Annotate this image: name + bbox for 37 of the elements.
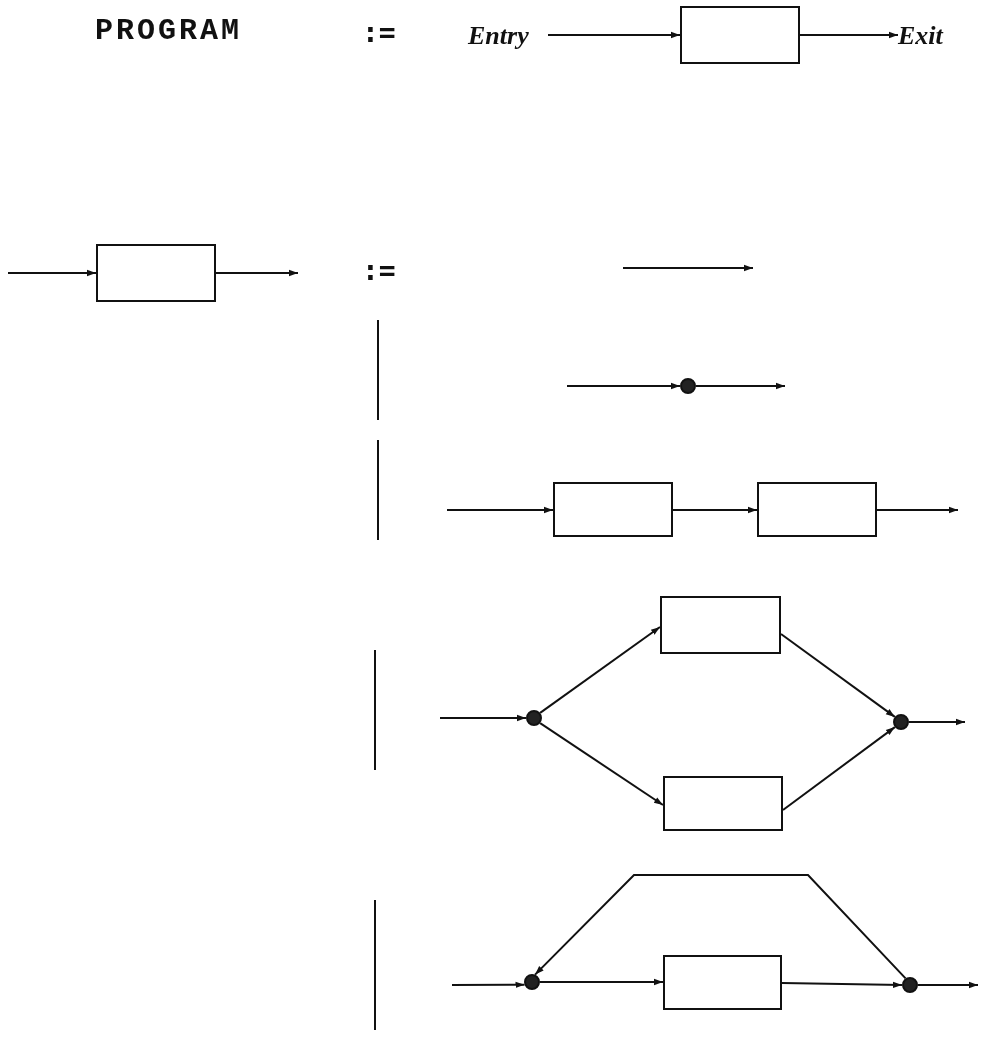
arrow [799, 31, 899, 39]
process-box [660, 596, 781, 654]
junction-dot [526, 710, 542, 726]
arrow [439, 714, 527, 722]
arrow [695, 382, 786, 390]
process-box [553, 482, 673, 537]
process-box [663, 955, 782, 1010]
terminal-label: Exit [898, 21, 945, 51]
arrow [451, 981, 526, 988]
arrow [780, 633, 896, 718]
process-box [96, 244, 216, 302]
arrow [215, 269, 299, 277]
process-box [757, 482, 877, 537]
arrow [539, 978, 664, 986]
arrow [7, 269, 97, 277]
process-box [663, 776, 783, 831]
arrow [539, 626, 661, 714]
junction-dot [680, 378, 696, 394]
definition-symbol: := [362, 16, 396, 49]
nonterminal-name: PROGRAM [95, 14, 243, 48]
arrow [547, 31, 681, 39]
junction-dot [893, 714, 909, 730]
arrow [672, 506, 758, 514]
arrow [782, 726, 896, 811]
arrow [917, 981, 979, 989]
junction-dot [524, 974, 540, 990]
definition-symbol: := [362, 254, 396, 287]
process-box [680, 6, 800, 64]
arrow [781, 981, 903, 988]
arrow [566, 382, 681, 390]
arrow [446, 506, 554, 514]
arrow [539, 722, 664, 806]
arrow [534, 874, 907, 980]
arrow [876, 506, 959, 514]
terminal-label: Entry [468, 21, 530, 51]
arrow [908, 718, 966, 726]
junction-dot [902, 977, 918, 993]
